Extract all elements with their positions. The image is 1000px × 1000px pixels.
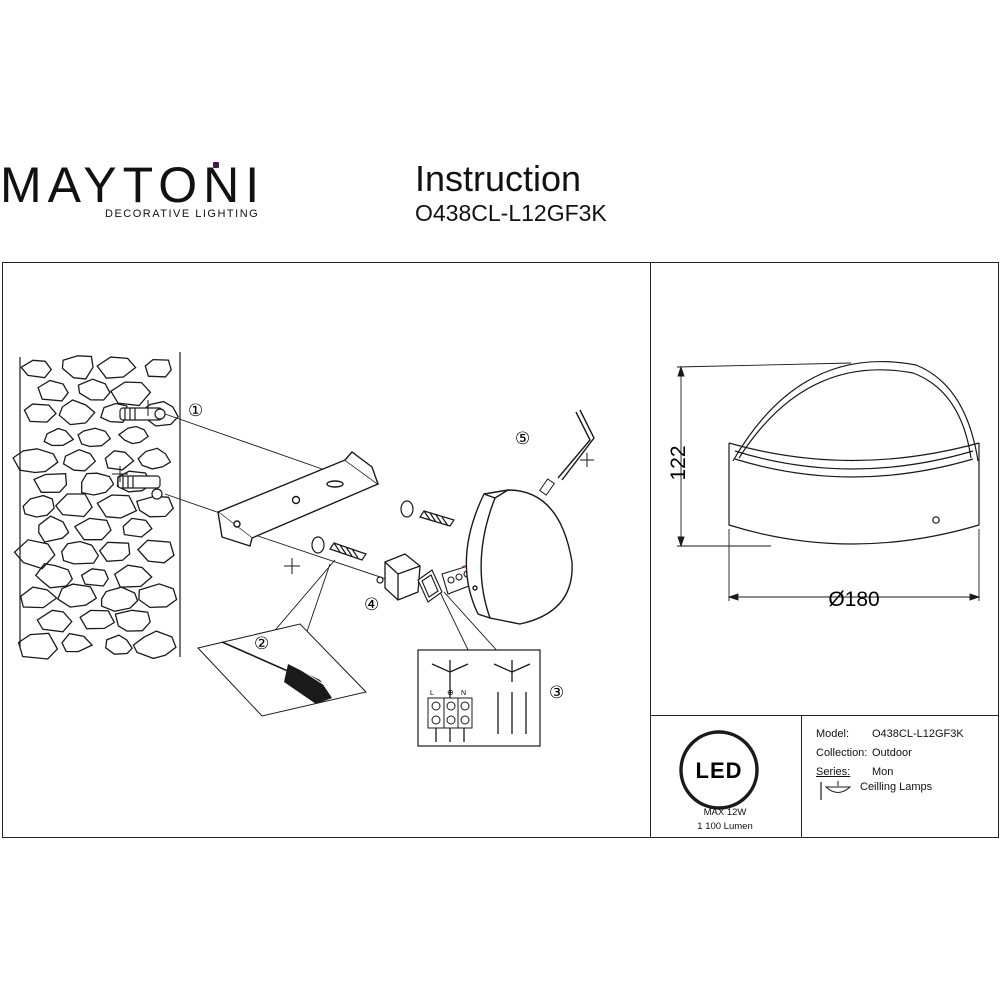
stone <box>58 399 96 426</box>
stone <box>61 540 100 565</box>
stone <box>104 450 135 471</box>
stone-wall <box>19 352 181 657</box>
led-badge-text: LED <box>696 758 743 783</box>
gasket <box>417 569 443 603</box>
spec-model-label: Model: <box>816 728 850 740</box>
led-badge: LED <box>679 730 759 810</box>
dimension-lines <box>676 362 981 601</box>
frame-divider-spec <box>801 715 802 838</box>
stone <box>79 609 116 630</box>
stone <box>100 402 129 423</box>
terminal-label-earth: ⊕ <box>447 688 454 697</box>
frame-divider-horizontal <box>650 715 999 716</box>
stone <box>122 517 153 538</box>
junction-box <box>384 553 421 601</box>
lamp-body <box>465 489 573 625</box>
stone <box>19 586 58 609</box>
spec-collection-label: Collection: <box>816 747 868 759</box>
frame-divider-vertical <box>650 262 651 838</box>
stone <box>77 427 112 448</box>
stone <box>61 632 94 653</box>
stone <box>20 359 53 379</box>
ceiling-lamp-icon <box>820 781 852 800</box>
lamp-front-view <box>728 361 980 545</box>
dimension-drawing: 122 Ø180 <box>667 361 981 611</box>
height-dimension: 122 <box>667 445 690 480</box>
stone <box>96 494 138 519</box>
stone <box>38 515 70 543</box>
stone <box>81 472 115 496</box>
wall-plugs <box>117 407 166 500</box>
stone <box>56 583 98 608</box>
stone <box>117 425 150 445</box>
installation-diagram: L ⊕ N ① ② ③ ④ ⑤ <box>12 352 595 747</box>
stone <box>135 495 174 518</box>
step-label-3: ③ <box>549 683 564 702</box>
stone-pattern <box>12 355 179 660</box>
stone <box>138 583 178 609</box>
stone <box>136 539 175 564</box>
stone <box>110 381 152 407</box>
stone <box>43 427 75 447</box>
stone <box>62 448 97 472</box>
stone <box>12 448 59 474</box>
set-screw <box>539 478 555 496</box>
guide-lines <box>164 413 501 655</box>
stone <box>37 379 69 402</box>
stone <box>100 586 139 612</box>
stone <box>132 630 177 660</box>
stone <box>73 517 112 541</box>
stone <box>33 473 68 493</box>
stone <box>17 632 59 660</box>
step-label-1: ① <box>188 401 203 420</box>
step-label-2: ② <box>254 634 269 653</box>
spec-series-label: Series: <box>816 766 851 778</box>
document-model: O438CL-L12GF3K <box>415 200 607 226</box>
brand-tagline: DECORATIVE LIGHTING <box>105 208 260 220</box>
document-title: Instruction <box>415 158 582 199</box>
led-power: MAX 12W <box>703 807 747 818</box>
instruction-frame <box>2 262 999 838</box>
brand-accent-dot <box>213 162 219 168</box>
stone <box>114 609 151 632</box>
mounting-bracket <box>216 451 380 547</box>
stone <box>80 568 110 587</box>
stone <box>34 562 74 589</box>
step-label-4: ④ <box>364 595 379 614</box>
stone <box>144 358 172 378</box>
spec-model-value: O438CL-L12GF3K <box>872 728 964 740</box>
spec-collection-value: Outdoor <box>872 747 912 759</box>
screwdriver-panel <box>197 623 367 717</box>
stone <box>105 634 134 655</box>
diameter-dimension: Ø180 <box>828 588 879 611</box>
stone <box>96 356 137 379</box>
stone <box>54 493 93 518</box>
stone <box>98 541 131 562</box>
wiring-panel <box>417 649 541 747</box>
brand-logo: MAYTONI <box>0 157 266 213</box>
screws <box>311 500 455 584</box>
step-label-5: ⑤ <box>515 429 530 448</box>
allen-key <box>557 409 595 481</box>
terminal-label-l: L <box>430 690 434 697</box>
spec-series-value: Mon <box>872 766 894 778</box>
led-lumen: 1 100 Lumen <box>697 821 753 832</box>
drill-marks <box>112 400 594 574</box>
stone <box>113 564 153 588</box>
stone <box>22 494 55 518</box>
stone <box>23 403 57 423</box>
stone <box>13 539 56 570</box>
stone <box>36 609 73 633</box>
stone <box>137 447 172 470</box>
terminal-label-n: N <box>461 690 466 697</box>
spec-type-value: Ceilling Lamps <box>860 781 933 793</box>
terminal-block <box>441 565 475 595</box>
stone <box>77 378 111 401</box>
stone <box>61 355 94 380</box>
